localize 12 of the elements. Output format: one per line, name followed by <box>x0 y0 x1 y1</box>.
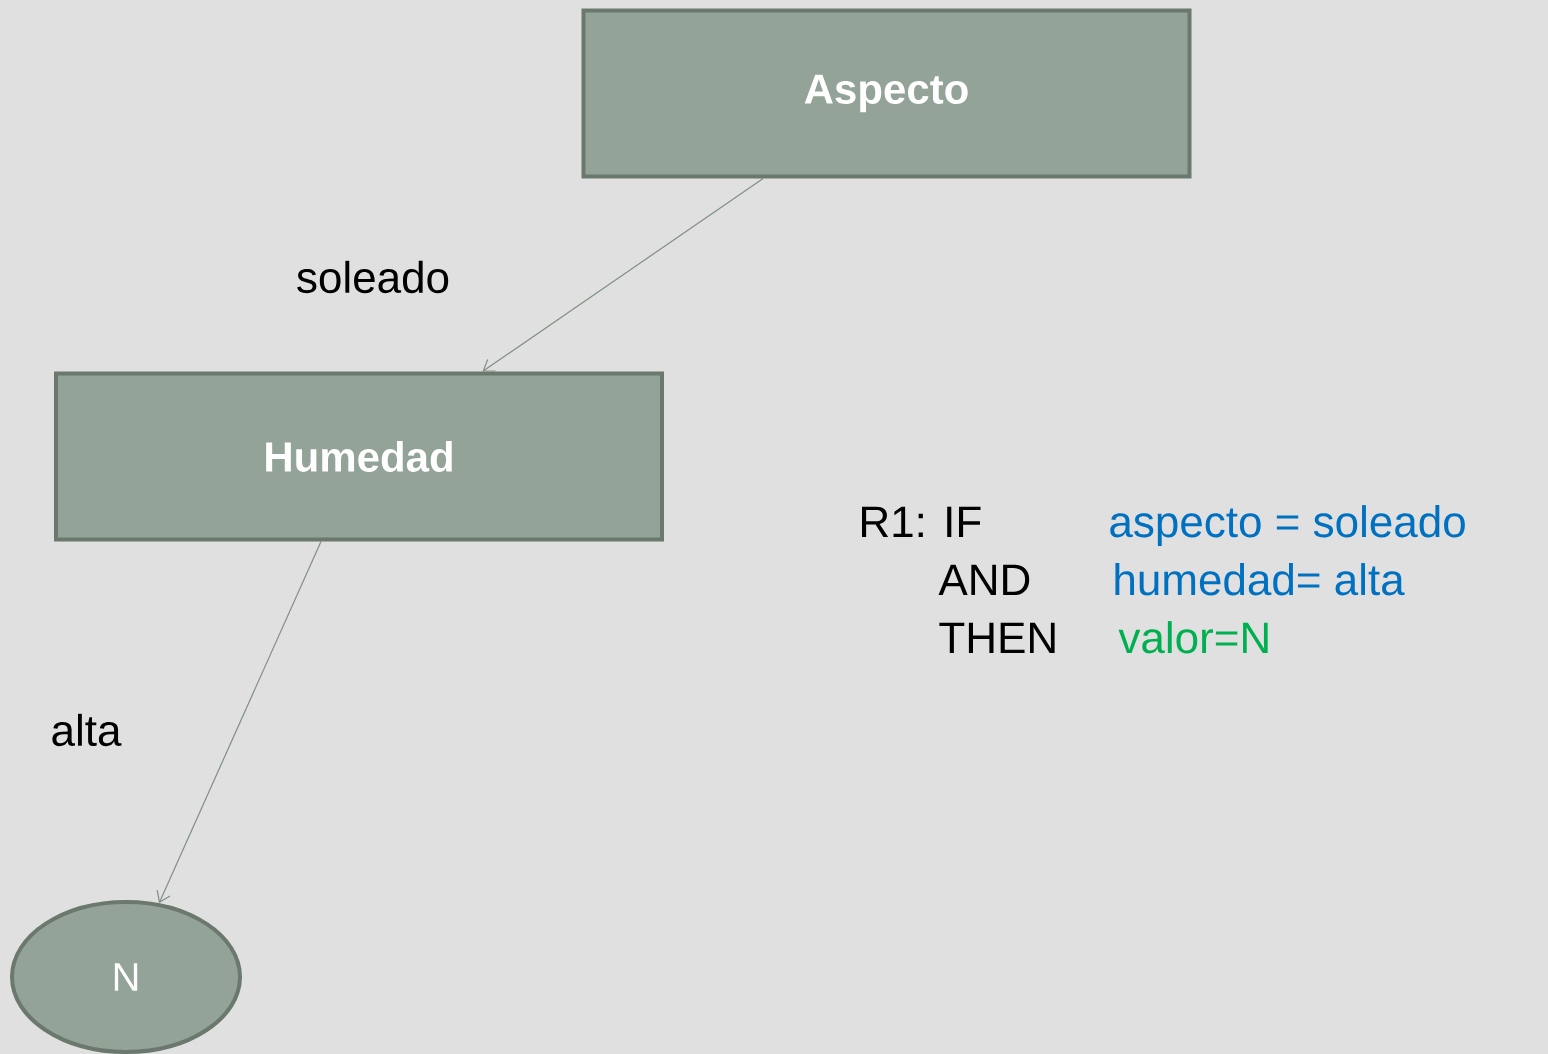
arrow <box>156 540 322 904</box>
rule-text: valor=N <box>1118 621 1268 654</box>
rule-text: THEN <box>939 622 1055 653</box>
rule-text: AND <box>938 564 1030 595</box>
rule-text: R1: IF <box>862 506 981 537</box>
arrow <box>482 177 764 372</box>
edge-label: soleado <box>297 260 449 294</box>
decision-box: Humedad <box>54 371 664 542</box>
rule-text: aspecto = soleado <box>1110 505 1465 547</box>
decision-box: Aspecto <box>581 8 1192 179</box>
edge-label: alta <box>52 713 122 747</box>
rule-text: humedad= alta <box>1115 563 1405 596</box>
